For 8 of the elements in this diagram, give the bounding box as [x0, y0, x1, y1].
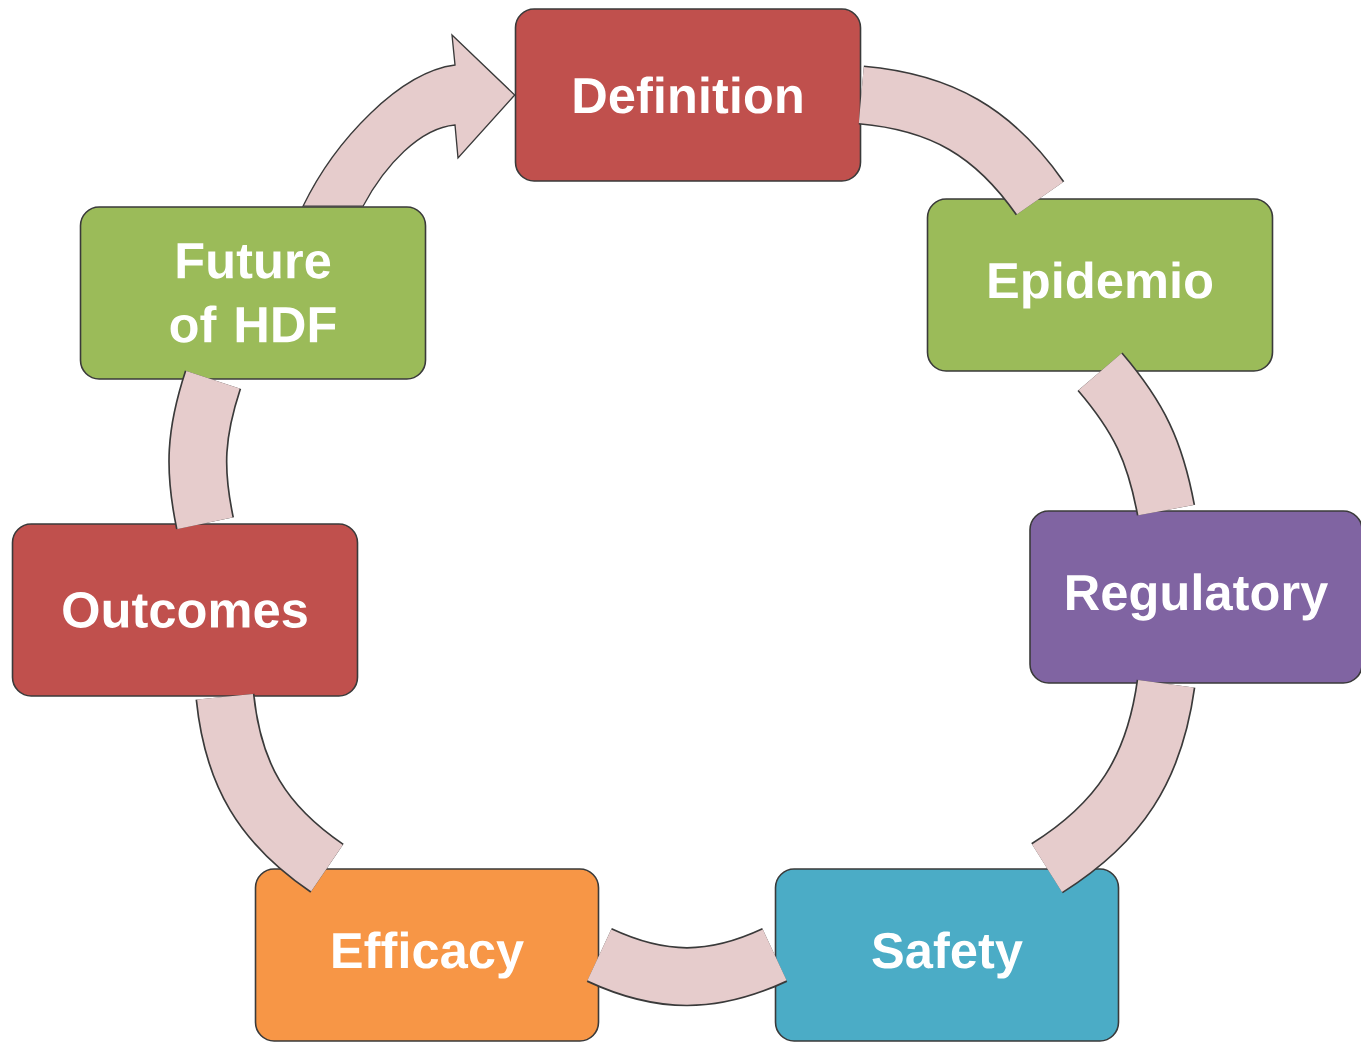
process-box: Definition: [514, 8, 862, 182]
process-box: Safety: [774, 868, 1120, 1042]
process-box: Future of HDF: [79, 206, 427, 380]
arrow: [302, 34, 516, 207]
process-box: Epidemio: [926, 198, 1274, 372]
process-box: Efficacy: [254, 868, 600, 1042]
process-box: Outcomes: [11, 523, 359, 697]
process-box: Regulatory: [1029, 510, 1361, 684]
